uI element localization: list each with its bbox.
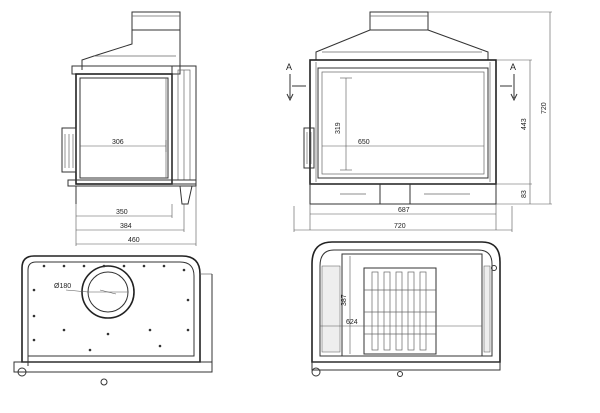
top-view: Ø180 [13,255,213,386]
front-view: A A 319 650 443 83 720 687 720 [286,11,552,232]
front-dim-687: 687 [398,207,410,214]
section-view: 387 624 [311,241,501,377]
side-view: 306 350 384 460 [61,11,197,246]
top-diameter-label: Ø180 [54,283,71,290]
section-dim-624: 624 [346,319,358,326]
front-dim-720-width: 720 [394,223,406,230]
section-mark-left: A [286,62,292,72]
front-dim-319: 319 [335,122,342,134]
front-dim-720-height: 720 [541,102,548,114]
fixing-holes [32,264,190,352]
side-dim-460: 460 [128,237,140,244]
front-dim-83: 83 [521,190,528,198]
side-dim-306: 306 [112,139,124,146]
grate-slots [371,271,427,351]
front-dim-650: 650 [358,139,370,146]
side-dim-350: 350 [116,209,128,216]
section-dim-387: 387 [341,294,348,306]
front-dim-443: 443 [521,118,528,130]
side-dim-384: 384 [120,223,132,230]
section-mark-right: A [510,62,516,72]
